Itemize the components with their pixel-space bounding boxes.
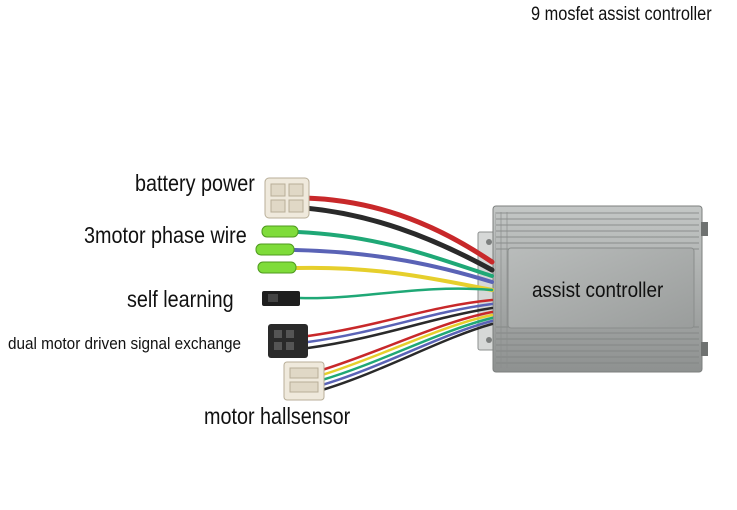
hall-sensor-connector bbox=[283, 361, 325, 401]
battery-power-label: battery power bbox=[135, 170, 255, 196]
mounting-tab-top bbox=[701, 222, 708, 236]
screw bbox=[486, 239, 492, 245]
wire-battery-red bbox=[302, 195, 495, 265]
phase-connectors bbox=[255, 225, 299, 274]
wire-hall-red bbox=[320, 310, 494, 372]
motor-phase-wire-label: 3motor phase wire bbox=[84, 222, 247, 248]
housing-fins-top bbox=[496, 210, 699, 250]
assist-controller-label: assist controller bbox=[532, 279, 664, 302]
wire-phase-blue bbox=[293, 248, 494, 284]
wire-battery-black bbox=[302, 205, 495, 273]
motor-hallsensor-label: motor hallsensor bbox=[204, 403, 351, 429]
phase-connector-2 bbox=[255, 243, 295, 256]
wire-hall-yellow bbox=[320, 313, 494, 377]
image-title: 9 mosfet assist controller bbox=[531, 4, 712, 25]
housing-side-fins bbox=[495, 212, 509, 368]
self-learning-label: self learning bbox=[127, 286, 234, 312]
wire-phase-yellow bbox=[294, 265, 494, 292]
wire-phase-green bbox=[296, 230, 494, 278]
dual-motor-signal-label: dual motor driven signal exchange bbox=[8, 334, 242, 353]
wire-hall-green bbox=[320, 316, 494, 382]
wire-harness bbox=[293, 195, 495, 392]
dual-motor-connector bbox=[268, 324, 308, 358]
wire-self-learning bbox=[298, 287, 494, 300]
battery-connector bbox=[264, 177, 310, 219]
mounting-tab-bottom bbox=[701, 342, 708, 356]
controller-box bbox=[477, 205, 708, 373]
wire-hall-blue bbox=[320, 319, 494, 387]
housing-fins-bottom bbox=[496, 326, 699, 368]
self-learning-connector bbox=[262, 291, 300, 306]
wire-dual-red bbox=[306, 298, 494, 338]
phase-connector-1 bbox=[261, 225, 299, 238]
wire-dual-blue bbox=[306, 302, 494, 344]
wire-hall-black bbox=[320, 322, 494, 392]
screw bbox=[486, 337, 492, 343]
phase-connector-3 bbox=[257, 261, 297, 274]
wire-dual-black bbox=[306, 306, 494, 350]
